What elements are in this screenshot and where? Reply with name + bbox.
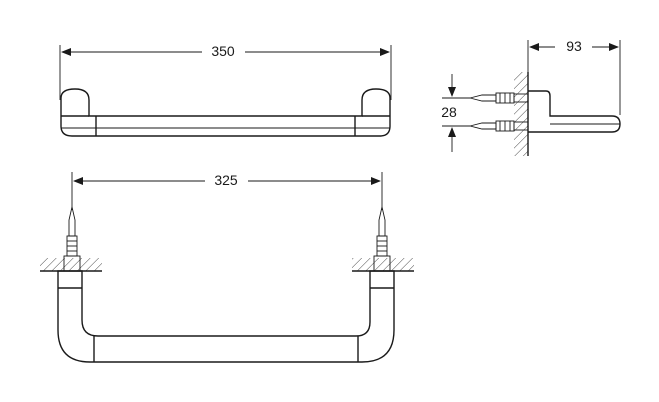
screw-lower	[469, 120, 529, 132]
bracket-side-profile	[528, 90, 621, 133]
dimension-label-mounting-distance: 325	[214, 172, 238, 188]
dimension-label-overall-width: 350	[211, 43, 235, 59]
top-view: 350	[59, 43, 392, 137]
wall-hatch-left	[40, 258, 102, 271]
towel-bar-top-outline	[60, 88, 391, 137]
wall-hatch-side	[514, 72, 528, 156]
dimension-label-depth: 93	[566, 38, 582, 54]
dimension-label-fixing-spacing: 28	[441, 104, 457, 120]
screw-right	[373, 206, 391, 272]
wall-hatch-right	[352, 258, 414, 271]
front-view: 325	[40, 172, 414, 363]
towel-bar-front-outline	[57, 270, 395, 363]
screw-upper	[469, 92, 529, 104]
side-view: 93 28	[441, 38, 621, 156]
